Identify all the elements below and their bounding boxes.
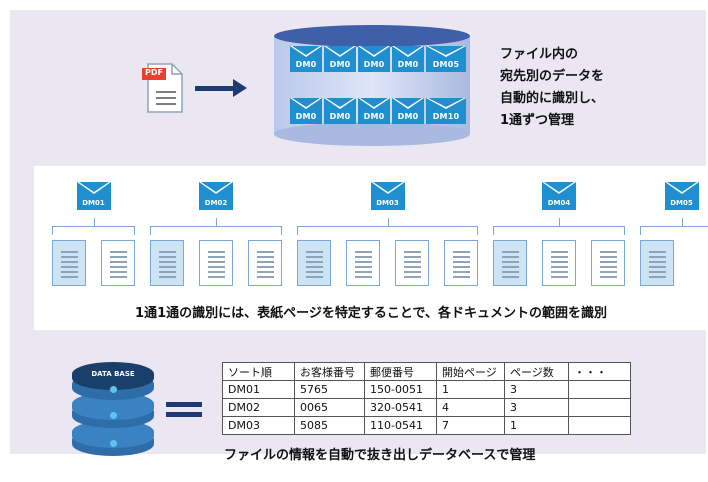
envelope-icon: DM03 bbox=[370, 182, 405, 210]
document-page-icon bbox=[591, 240, 625, 286]
bracket-stem bbox=[681, 218, 683, 226]
table-cell: 3 bbox=[504, 398, 569, 417]
document-page-icon bbox=[346, 240, 380, 286]
table-header: お客様番号 bbox=[294, 362, 365, 381]
cover-page-icon bbox=[640, 240, 674, 286]
table-header: ・・・ bbox=[568, 362, 631, 381]
envelope-icon: DM0 bbox=[290, 98, 322, 124]
group-bracket bbox=[493, 226, 625, 235]
envelope-icon: DM0 bbox=[392, 46, 424, 72]
envelope-row-1: DM0 DM0 DM0 DM0 DM05 bbox=[290, 46, 466, 72]
table-cell: 5765 bbox=[294, 380, 365, 399]
document-page-icon bbox=[101, 240, 135, 286]
bracket-stem bbox=[559, 218, 560, 226]
arrow-right bbox=[195, 86, 235, 91]
envelope-icon: DM0 bbox=[324, 46, 356, 72]
table-header: 郵便番号 bbox=[364, 362, 437, 381]
database-caption: ファイルの情報を自動で抜き出しデータベースで管理 bbox=[224, 448, 536, 463]
envelope-label: DM01 bbox=[82, 199, 105, 207]
envelope-label: DM05 bbox=[670, 199, 693, 207]
envelope-icon: DM0 bbox=[290, 46, 322, 72]
mail-database-cylinder bbox=[274, 25, 470, 146]
cover-page-icon bbox=[52, 240, 86, 286]
table-cell: 7 bbox=[436, 416, 505, 435]
envelope-icon: DM05 bbox=[664, 182, 699, 210]
description-line: 1通ずつ管理 bbox=[500, 113, 575, 128]
cover-page-icon bbox=[297, 240, 331, 286]
database-label: DATA BASE bbox=[91, 370, 135, 378]
table-cell: 5085 bbox=[294, 416, 365, 435]
table-cell bbox=[568, 416, 631, 435]
cover-page-icon bbox=[150, 240, 184, 286]
envelope-icon: DM10 bbox=[426, 98, 466, 124]
document-page-icon bbox=[542, 240, 576, 286]
document-page-icon bbox=[395, 240, 429, 286]
table-cell: 3 bbox=[504, 380, 569, 399]
document-page-icon bbox=[248, 240, 282, 286]
description-line: 自動的に識別し、 bbox=[500, 91, 605, 106]
group-bracket bbox=[150, 226, 282, 235]
table-header: 開始ページ bbox=[436, 362, 505, 381]
envelope-label: DM02 bbox=[204, 199, 228, 207]
table-cell: 4 bbox=[436, 398, 505, 417]
group-bracket bbox=[640, 226, 708, 235]
envelope-icon: DM05 bbox=[426, 46, 466, 72]
bracket-stem bbox=[387, 218, 389, 226]
equals-sign-top bbox=[166, 402, 202, 407]
table-cell: DM03 bbox=[222, 416, 295, 435]
table-cell: 150-0051 bbox=[364, 380, 437, 399]
metadata-table: ソート順 お客様番号 郵便番号 開始ページ ページ数 ・・・ DM01 5765… bbox=[222, 362, 631, 435]
envelope-icon: DM0 bbox=[392, 98, 424, 124]
table-cell: DM02 bbox=[222, 398, 295, 417]
envelope-icon: DM0 bbox=[358, 46, 390, 72]
arrow-right-head bbox=[233, 79, 247, 97]
group-bracket bbox=[52, 226, 135, 235]
database-icon: DATA BASE bbox=[72, 362, 154, 458]
table-cell bbox=[568, 380, 631, 399]
envelope-icon: DM02 bbox=[199, 182, 233, 210]
cover-page-icon bbox=[493, 240, 527, 286]
document-page-icon bbox=[444, 240, 478, 286]
envelope-label: DM04 bbox=[547, 199, 571, 207]
table-cell: 320-0541 bbox=[364, 398, 437, 417]
table-header: ソート順 bbox=[222, 362, 295, 381]
envelope-icon: DM0 bbox=[324, 98, 356, 124]
description-line: 宛先別のデータを bbox=[500, 69, 605, 84]
table-cell: 0065 bbox=[294, 398, 365, 417]
table-cell: 110-0541 bbox=[364, 416, 437, 435]
envelope-row-2: DM0 DM0 DM0 DM0 DM10 bbox=[290, 98, 466, 124]
envelope-label: DM03 bbox=[376, 199, 399, 207]
table-cell: 1 bbox=[436, 380, 505, 399]
table-cell bbox=[568, 398, 631, 417]
envelope-icon: DM0 bbox=[358, 98, 390, 124]
identification-caption: 1通1通の識別には、表紙ページを特定することで、各ドキュメントの範囲を識別 bbox=[135, 306, 607, 321]
document-page-icon bbox=[199, 240, 233, 286]
bracket-stem bbox=[216, 218, 217, 226]
bracket-stem bbox=[93, 218, 95, 226]
table-row: DM03 5085 110-0541 7 1 bbox=[222, 416, 631, 435]
table-header-row: ソート順 お客様番号 郵便番号 開始ページ ページ数 ・・・ bbox=[222, 362, 631, 381]
pdf-file-icon bbox=[142, 63, 183, 113]
envelope-icon: DM04 bbox=[542, 182, 576, 210]
group-bracket bbox=[297, 226, 478, 235]
table-row: DM02 0065 320-0541 4 3 bbox=[222, 398, 631, 417]
envelope-icon: DM01 bbox=[76, 182, 111, 210]
top-description: ファイル内の 宛先別のデータを 自動的に識別し、 1通ずつ管理 bbox=[500, 44, 604, 132]
table-row: DM01 5765 150-0051 1 3 bbox=[222, 380, 631, 399]
equals-sign-bottom bbox=[166, 412, 202, 417]
table-cell: 1 bbox=[504, 416, 569, 435]
description-line: ファイル内の bbox=[500, 47, 579, 62]
pdf-label: PDF bbox=[145, 68, 163, 77]
table-cell: DM01 bbox=[222, 380, 295, 399]
table-header: ページ数 bbox=[504, 362, 569, 381]
